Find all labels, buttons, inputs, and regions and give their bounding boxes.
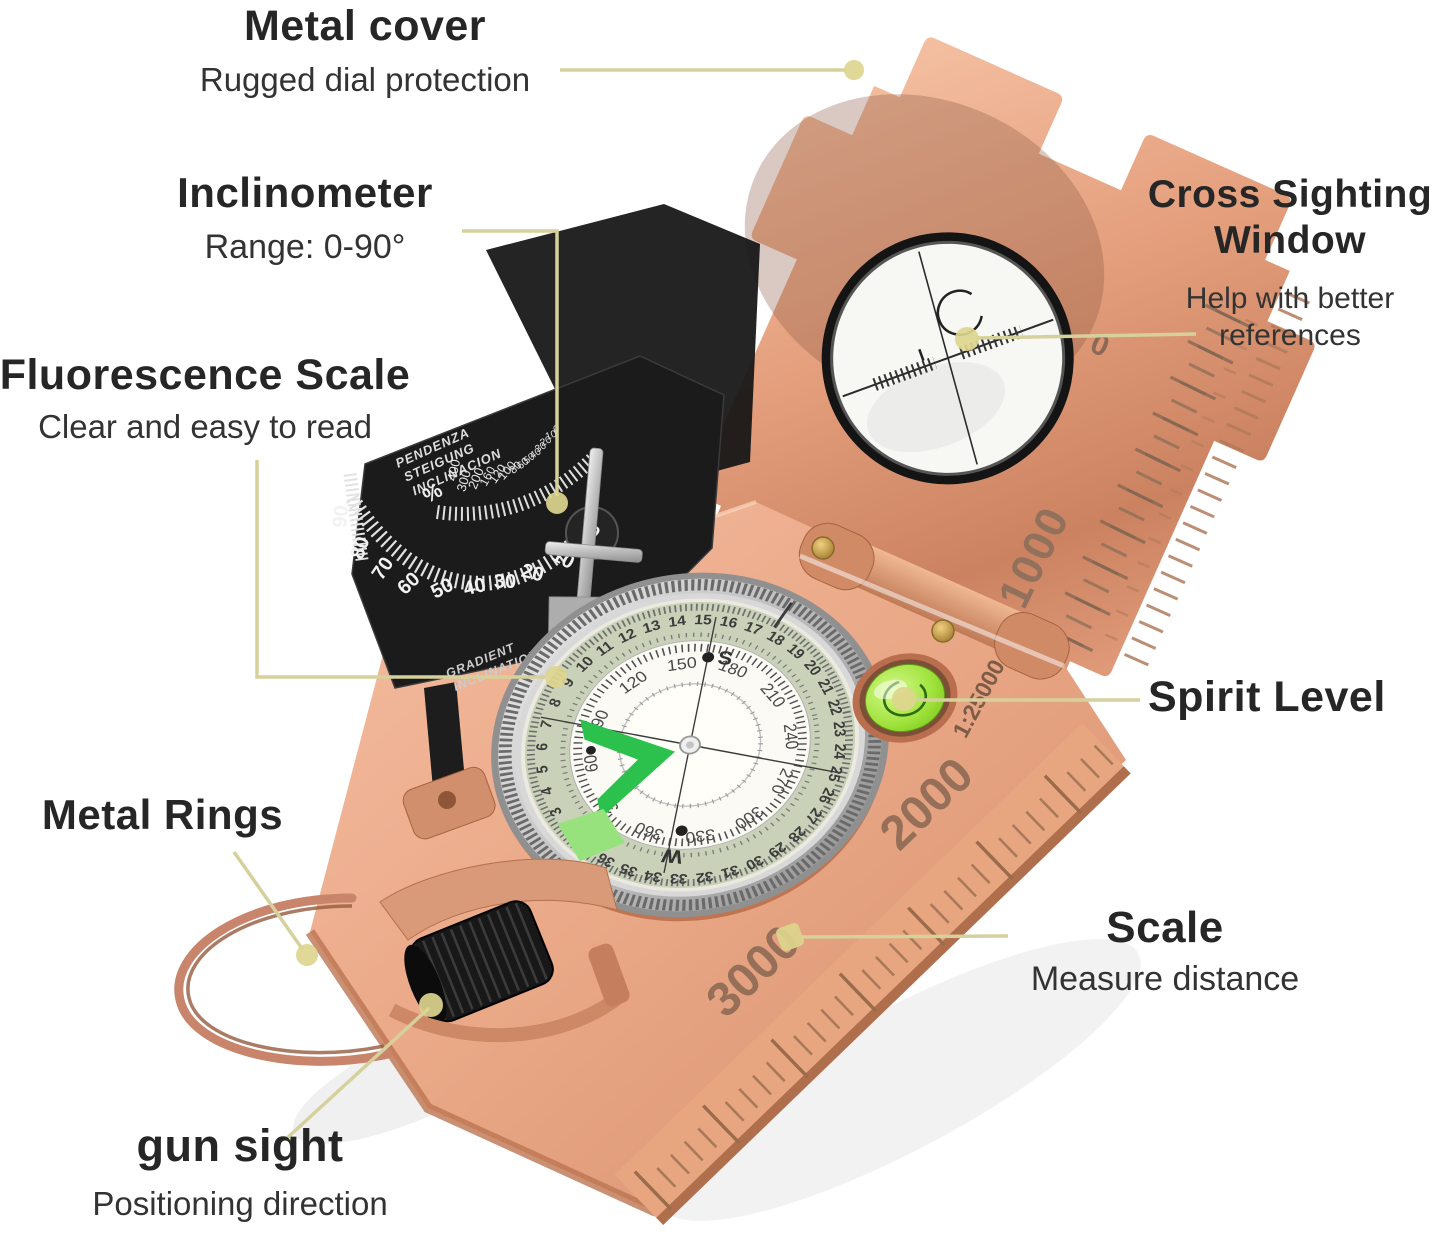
hinge-screw xyxy=(811,536,835,560)
callout-dot-metal-rings xyxy=(296,944,318,966)
cross-title-line1: Cross Sighting xyxy=(1147,173,1433,216)
callout-dot-inclinometer xyxy=(546,492,568,514)
cardinal-w: W xyxy=(659,844,684,867)
scale-subtitle: Measure distance xyxy=(1030,960,1300,998)
callout-lines xyxy=(232,68,1197,1141)
shadow xyxy=(659,938,1141,1222)
degree-number: 240 xyxy=(779,722,802,750)
callout-dot-metal-cover xyxy=(844,60,864,80)
cardinal-s: S xyxy=(716,647,735,670)
percent-label: 400 xyxy=(444,458,463,482)
degree-number: 150 xyxy=(666,653,698,674)
callout-line-fluorescence xyxy=(255,460,545,679)
flap-degree-label: 40 xyxy=(461,574,488,600)
label-metal-rings: Metal Rings xyxy=(30,790,295,840)
inclinometer-title: Inclinometer xyxy=(177,169,433,216)
flap-degree-label: 90 xyxy=(329,504,353,528)
percent-label: 300 xyxy=(453,468,473,493)
bezel-number: 15 xyxy=(694,613,713,628)
gun-sight xyxy=(379,858,630,1043)
percent-scale-ticks xyxy=(435,448,604,521)
gun-sight-title: gun sight xyxy=(136,1120,344,1171)
metal-cover-subtitle: Rugged dial protection xyxy=(199,61,531,98)
label-fluorescence-scale: Fluorescence Scale Clear and easy to rea… xyxy=(0,350,416,448)
label-scale: Scale Measure distance xyxy=(990,902,1340,1000)
percent-label: 20 xyxy=(539,434,554,449)
callout-dot-cross-sighting xyxy=(955,327,979,351)
flap-degree-label: 30 xyxy=(494,571,516,593)
bezel-number: 30 xyxy=(743,852,766,872)
bezel-number: 24 xyxy=(830,744,849,760)
bezel-number: 31 xyxy=(719,861,741,880)
flap-degree-label: 20 xyxy=(519,560,546,587)
bezel-number: 17 xyxy=(741,619,764,638)
bezel-number: 33 xyxy=(669,870,688,885)
metal-ring xyxy=(174,893,393,1066)
callout-line-gun-sight xyxy=(284,1006,431,1141)
bezel-number: 25 xyxy=(824,765,845,783)
label-cross-sighting-window: Cross Sighting Window Help with better r… xyxy=(1135,172,1445,354)
gun-sight-subtitle: Positioning direction xyxy=(92,1185,388,1222)
scale-title: Scale xyxy=(1106,903,1224,952)
cross-subtitle-line1: Help with better xyxy=(1185,282,1395,315)
label-inclinometer: Inclinometer Range: 0-90° xyxy=(100,168,510,268)
bezel-number: 35 xyxy=(617,860,640,879)
degree-number: 60 xyxy=(580,754,602,774)
compass-dial: 1234567891011121314151617181920212223242… xyxy=(491,572,889,918)
bezel-number: 23 xyxy=(829,720,848,737)
bezel-number: 34 xyxy=(642,867,664,885)
cross-title-line2: Window xyxy=(1213,219,1367,262)
bezel-number: 16 xyxy=(718,614,739,631)
bezel-number: 22 xyxy=(823,698,844,717)
bezel-number: 6 xyxy=(534,743,552,751)
label-gun-sight: gun sight Positioning direction xyxy=(45,1120,435,1224)
callout-line-scale xyxy=(800,934,1009,939)
cross-subtitle-line2: references xyxy=(1219,319,1361,352)
bezel-number: 7 xyxy=(538,719,557,729)
callout-dot-spirit-level xyxy=(892,687,916,711)
compass-needle xyxy=(580,719,676,819)
bezel-number: 26 xyxy=(814,786,837,806)
bezel-number: 21 xyxy=(814,677,837,698)
bezel-number: 13 xyxy=(641,618,663,637)
degree-number: 330 xyxy=(685,825,717,846)
metal-rings-title: Metal Rings xyxy=(41,791,284,838)
callout-dots xyxy=(296,60,979,1017)
inclinometer-subtitle: Range: 0-90° xyxy=(204,228,406,266)
callout-line-metal-rings xyxy=(232,850,305,952)
fluorescence-subtitle: Clear and easy to read xyxy=(38,408,372,445)
callout-line-cross-sighting xyxy=(975,332,1197,340)
hinge-screw xyxy=(931,619,955,643)
percent-label: 10 xyxy=(544,428,559,442)
spirit-level-title: Spirit Level xyxy=(1148,673,1386,721)
percent-label: 30 xyxy=(533,440,548,455)
callout-dot-scale xyxy=(776,923,804,951)
bezel-number: 20 xyxy=(800,658,824,679)
bezel-number: 12 xyxy=(616,626,639,646)
callout-line-inclinometer xyxy=(462,229,559,496)
bezel-number: 18 xyxy=(763,629,787,650)
label-metal-cover: Metal cover Rugged dial protection xyxy=(150,0,580,102)
bezel-number: 5 xyxy=(534,764,552,774)
callout-dot-gun-sight xyxy=(419,993,443,1017)
bezel-number: 36 xyxy=(594,849,618,870)
sighting-reticle xyxy=(842,251,1054,465)
label-spirit-level: Spirit Level xyxy=(1148,672,1438,722)
bezel-number: 32 xyxy=(695,868,714,885)
bezel-number: 14 xyxy=(668,614,688,631)
fluorescence-title: Fluorescence Scale xyxy=(0,351,411,399)
callout-dot-fluorescence xyxy=(545,666,567,688)
metal-cover-title: Metal cover xyxy=(243,2,487,50)
